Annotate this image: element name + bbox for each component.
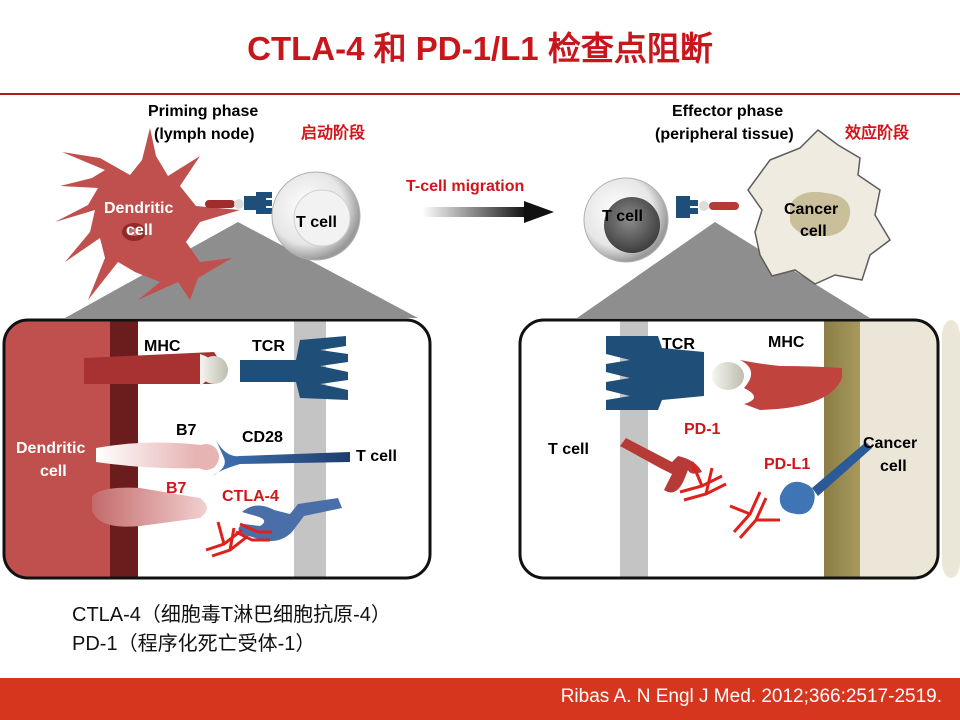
tcr-label-right: TCR (662, 336, 695, 353)
ctla4-label: CTLA-4 (222, 488, 279, 505)
priming-phase-cn: 启动阶段 (301, 125, 366, 142)
mhc-tcr-small-left (205, 192, 272, 214)
t-cell-label-detail-left: T cell (356, 448, 397, 465)
priming-phase-location: (lymph node) (154, 126, 255, 143)
migration-label: T-cell migration (406, 178, 525, 195)
left-zoom-roof (65, 222, 418, 318)
page-title: CTLA-4 和 PD-1/L1 检查点阻断 (247, 30, 713, 67)
priming-phase-title: Priming phase (148, 103, 259, 120)
dendritic-cell-label-line1: Dendritic (104, 200, 174, 217)
b7-label-top: B7 (176, 422, 197, 439)
right-zoom-roof (577, 222, 870, 318)
left-detail-panel (2, 318, 432, 580)
mhc-label-right: MHC (768, 334, 805, 351)
title-divider (0, 93, 960, 95)
b7-label-bottom: B7 (166, 480, 187, 497)
t-cell-label-left: T cell (296, 214, 337, 231)
effector-phase-title: Effector phase (672, 103, 784, 120)
footer-bar: Ribas A. N Engl J Med. 2012;366:2517-251… (0, 678, 960, 720)
cancer-cell-illustration (747, 129, 891, 285)
tcr-mhc-small-right (676, 196, 739, 218)
cancer-cell-label-line2: cell (800, 223, 827, 240)
right-detail-panel (518, 318, 960, 580)
t-cell-label-right: T cell (602, 208, 643, 225)
effector-phase-location: (peripheral tissue) (655, 126, 794, 143)
note-pd1: PD-1（程序化死亡受体-1） (72, 633, 316, 655)
mhc-label-left: MHC (144, 338, 181, 355)
note-ctla4: CTLA-4（细胞毒T淋巴细胞抗原-4） (72, 604, 391, 626)
t-cell-label-detail-right: T cell (548, 441, 589, 458)
dendritic-detail-line2: cell (40, 463, 67, 480)
pdl1-label: PD-L1 (764, 456, 811, 473)
dendritic-cell-label-line2: cell (126, 222, 153, 239)
migration-arrow (422, 201, 554, 223)
dendritic-cell-illustration (55, 128, 240, 300)
cancer-detail-line2: cell (880, 458, 907, 475)
tcr-label-left: TCR (252, 338, 285, 355)
dendritic-detail-line1: Dendritic (16, 440, 86, 457)
pd1-label: PD-1 (684, 421, 721, 438)
t-cell-right-illustration (583, 177, 669, 263)
cancer-cell-label-line1: Cancer (784, 201, 839, 218)
abbreviation-notes: CTLA-4（细胞毒T淋巴细胞抗原-4） PD-1（程序化死亡受体-1） (72, 601, 391, 659)
t-cell-left-illustration (271, 171, 361, 261)
cd28-label: CD28 (242, 429, 283, 446)
cancer-detail-line1: Cancer (863, 435, 918, 452)
citation: Ribas A. N Engl J Med. 2012;366:2517-251… (560, 686, 942, 707)
effector-phase-cn: 效应阶段 (845, 125, 910, 142)
